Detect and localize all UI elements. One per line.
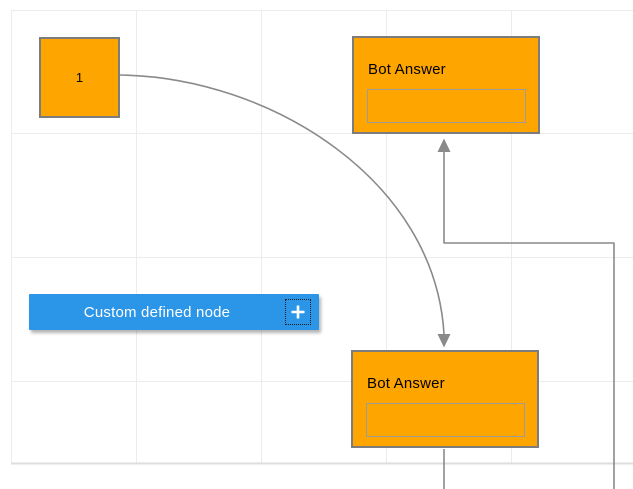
arrowhead-down-icon [437, 334, 451, 348]
grid [11, 10, 633, 465]
bot-answer-input-box[interactable] [366, 403, 525, 437]
node-custom-defined[interactable]: Custom defined node [29, 294, 319, 330]
curved-connector[interactable] [119, 74, 451, 348]
bot-answer-title: Bot Answer [367, 375, 445, 392]
bot-answer-title: Bot Answer [368, 61, 446, 78]
orthogonal-connector[interactable] [437, 138, 615, 489]
node-square-1[interactable]: 1 [39, 37, 120, 118]
custom-node-label: Custom defined node [83, 303, 231, 321]
node-bot-answer-top[interactable]: Bot Answer [352, 36, 540, 134]
square-node-label: 1 [75, 70, 84, 85]
node-bot-answer-bottom[interactable]: Bot Answer [351, 350, 539, 448]
plus-icon [291, 305, 305, 319]
arrowhead-up-icon [437, 138, 451, 152]
add-node-handle[interactable] [285, 299, 311, 325]
bot-answer-input-box[interactable] [367, 89, 526, 123]
